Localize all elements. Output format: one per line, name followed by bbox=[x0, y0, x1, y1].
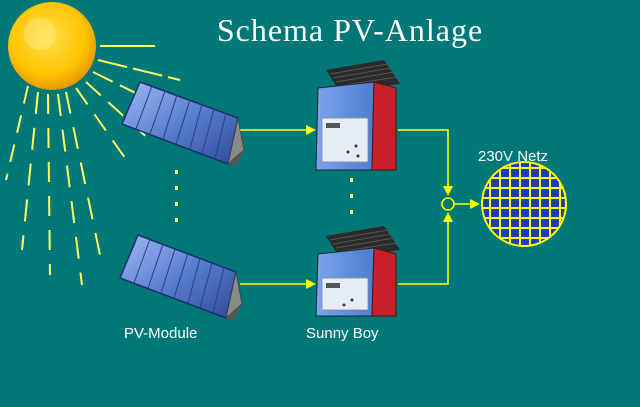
module-continuation-dots bbox=[175, 170, 178, 222]
inverter-continuation-dots bbox=[350, 178, 353, 214]
page-title: Schema PV-Anlage bbox=[216, 12, 484, 48]
inverter-top bbox=[315, 60, 400, 171]
pv-module-top bbox=[121, 81, 245, 166]
grid-globe-icon bbox=[481, 161, 567, 247]
grid-label: 230V Netz bbox=[478, 148, 549, 165]
junction-node bbox=[441, 197, 455, 211]
sun-icon bbox=[8, 2, 96, 90]
wiring bbox=[240, 129, 472, 285]
pv-module-label: PV-Module bbox=[124, 325, 198, 342]
sun-rays bbox=[5, 45, 181, 286]
inverter-bottom bbox=[315, 226, 400, 317]
pv-module-bottom bbox=[119, 234, 243, 320]
sunny-boy-label: Sunny Boy bbox=[306, 325, 379, 342]
wire-arrows bbox=[306, 125, 480, 289]
